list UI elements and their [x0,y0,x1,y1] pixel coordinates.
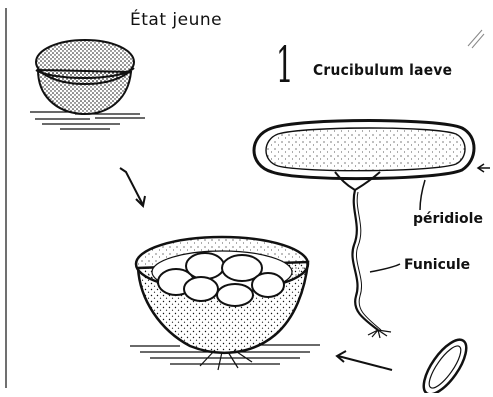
mature-nest [130,237,320,370]
funicule-label: Funicule [404,258,470,272]
plate-number: 1 [276,40,293,90]
peridiole-label: péridiole [413,212,483,226]
peridiole-pointer-arrow [478,164,490,172]
young-fruiting-body [30,40,145,129]
species-name: Crucibulum laeve [313,63,452,78]
peridiole-outline [416,333,474,393]
peridiole-leader-line [420,180,425,210]
pencil-mark [468,30,484,48]
funicule-leader-line [370,264,400,272]
comparison-arrow [337,351,392,370]
growth-arrow [120,168,145,206]
young-state-label: État jeune [130,12,222,29]
